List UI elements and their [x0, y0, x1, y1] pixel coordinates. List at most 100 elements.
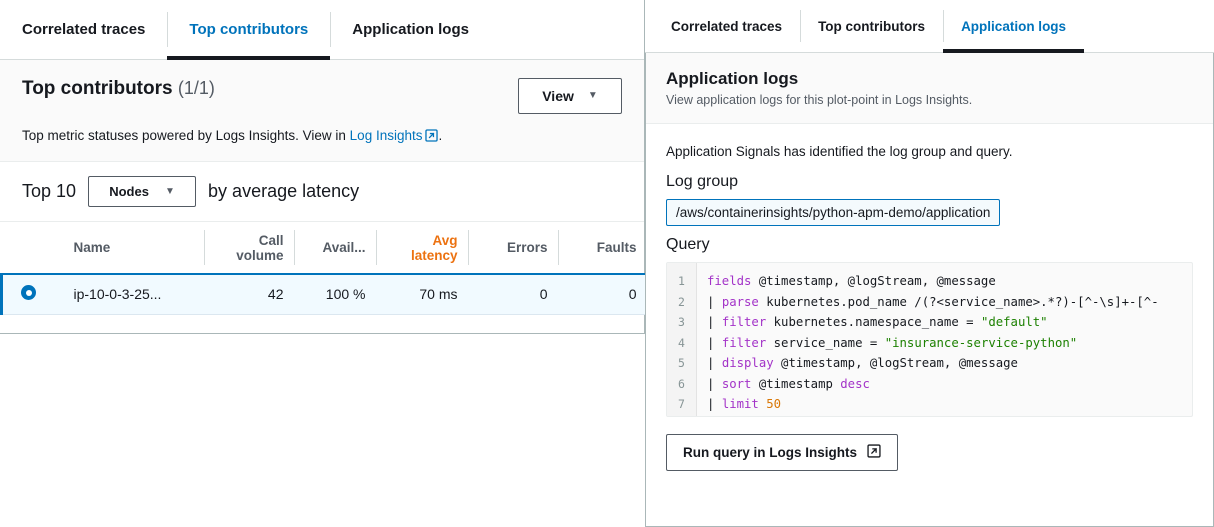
column-header-call-volume[interactable]: Call volume: [204, 222, 294, 274]
panel-subtitle: View application logs for this plot-poin…: [666, 93, 1193, 107]
query-token: @timestamp, @logStream, @message: [781, 356, 1018, 370]
entity-type-label: Nodes: [109, 184, 149, 199]
cell-name: ip-10-0-3-25...: [64, 274, 204, 314]
entity-type-dropdown[interactable]: Nodes ▼: [88, 176, 196, 207]
query-token: "default": [981, 315, 1048, 329]
cell-faults: 0: [558, 274, 647, 314]
top-contributors-table: Name Call volume Avail... Avg latency Er…: [0, 222, 647, 315]
query-token: sort: [722, 377, 759, 391]
application-logs-header: Application logs View application logs f…: [646, 53, 1213, 124]
description-suffix: .: [438, 128, 442, 143]
query-line: | filter service_name = "insurance-servi…: [707, 333, 1192, 354]
query-line: | sort @timestamp desc: [707, 374, 1192, 395]
external-link-icon[interactable]: [425, 129, 438, 145]
chevron-down-icon: ▼: [588, 91, 598, 101]
chevron-down-icon: ▼: [165, 187, 175, 197]
column-header-availability[interactable]: Avail...: [294, 222, 376, 274]
page-title: Top contributors (1/1): [22, 78, 215, 101]
query-token: |: [707, 315, 722, 329]
query-token: @timestamp: [759, 377, 840, 391]
tab-label: Application logs: [961, 19, 1066, 34]
query-token: @timestamp, @logStream, @message: [759, 274, 996, 288]
log-group-value[interactable]: /aws/containerinsights/python-apm-demo/a…: [666, 199, 1000, 226]
line-number: 7: [667, 394, 696, 415]
tab-application-logs[interactable]: Application logs: [330, 0, 491, 59]
query-token: "insurance-service-python": [885, 336, 1078, 350]
top-n-selector-row: Top 10 Nodes ▼ by average latency: [0, 162, 644, 222]
signals-intro-text: Application Signals has identified the l…: [666, 144, 1193, 159]
table-row[interactable]: ip-10-0-3-25... 42 100 % 70 ms 0 0: [2, 274, 647, 314]
view-button[interactable]: View ▼: [518, 78, 622, 114]
right-panel: Correlated traces Top contributors Appli…: [645, 0, 1214, 527]
page-title-count: (1/1): [178, 78, 215, 98]
table-header: Name Call volume Avail... Avg latency Er…: [2, 222, 647, 274]
column-header-name[interactable]: Name: [64, 222, 204, 274]
top-contributors-description: Top metric statuses powered by Logs Insi…: [22, 128, 622, 145]
query-token: |: [707, 336, 722, 350]
cell-errors: 0: [468, 274, 558, 314]
left-panel: Correlated traces Top contributors Appli…: [0, 0, 645, 527]
tab-top-contributors[interactable]: Top contributors: [167, 0, 330, 59]
query-line: | parse kubernetes.pod_name /(?<service_…: [707, 292, 1192, 313]
run-query-label: Run query in Logs Insights: [683, 445, 857, 460]
cell-avg-latency: 70 ms: [376, 274, 468, 314]
right-tab-bar: Correlated traces Top contributors Appli…: [645, 0, 1214, 53]
query-token: 50: [766, 397, 781, 411]
column-header-select: [2, 222, 64, 274]
query-token: display: [722, 356, 781, 370]
left-panel-card: Correlated traces Top contributors Appli…: [0, 0, 645, 334]
run-query-button[interactable]: Run query in Logs Insights: [666, 434, 898, 471]
top-n-prefix: Top 10: [22, 181, 76, 202]
query-line: fields @timestamp, @logStream, @message: [707, 271, 1192, 292]
query-line: | filter kubernetes.namespace_name = "de…: [707, 312, 1192, 333]
tab-correlated-traces[interactable]: Correlated traces: [0, 0, 167, 59]
query-code-block[interactable]: 1 2 3 4 5 6 7 fields @timestamp, @logStr…: [666, 262, 1193, 417]
tab-label: Top contributors: [818, 19, 925, 34]
table-body: ip-10-0-3-25... 42 100 % 70 ms 0 0: [2, 274, 647, 314]
column-header-faults[interactable]: Faults: [558, 222, 647, 274]
query-line: | limit 50: [707, 394, 1192, 415]
tab-label: Correlated traces: [22, 21, 145, 38]
line-number: 3: [667, 312, 696, 333]
table-footer-spacer: [0, 315, 644, 333]
query-token: filter: [722, 315, 774, 329]
query-token: desc: [840, 377, 870, 391]
line-number: 5: [667, 353, 696, 374]
row-radio-button[interactable]: [21, 285, 36, 300]
query-code-lines: fields @timestamp, @logStream, @message|…: [697, 263, 1192, 416]
row-select-cell[interactable]: [2, 274, 64, 314]
tab-correlated-traces[interactable]: Correlated traces: [653, 0, 800, 52]
line-number-gutter: 1 2 3 4 5 6 7: [667, 263, 697, 416]
description-prefix: Top metric statuses powered by Logs Insi…: [22, 128, 350, 143]
query-token: |: [707, 377, 722, 391]
tab-top-contributors[interactable]: Top contributors: [800, 0, 943, 52]
top-contributors-header: Top contributors (1/1) View ▼ Top metric…: [0, 60, 644, 162]
external-link-icon: [867, 444, 881, 461]
query-line: | display @timestamp, @logStream, @messa…: [707, 353, 1192, 374]
tab-label: Application logs: [352, 21, 469, 38]
query-token: filter: [722, 336, 774, 350]
panel-title: Application logs: [666, 69, 1193, 89]
log-insights-link[interactable]: Log Insights: [350, 128, 423, 143]
run-query-row: Run query in Logs Insights: [646, 417, 1213, 471]
view-button-label: View: [542, 88, 574, 104]
tab-label: Correlated traces: [671, 19, 782, 34]
query-token: |: [707, 295, 722, 309]
top-contributors-card: Top contributors (1/1) View ▼ Top metric…: [0, 60, 644, 334]
line-number: 2: [667, 292, 696, 313]
log-group-label: Log group: [666, 173, 1193, 191]
left-tab-bar: Correlated traces Top contributors Appli…: [0, 0, 644, 60]
tab-label: Top contributors: [189, 21, 308, 38]
column-header-errors[interactable]: Errors: [468, 222, 558, 274]
query-label: Query: [666, 236, 1193, 254]
query-token: |: [707, 356, 722, 370]
cell-call-volume: 42: [204, 274, 294, 314]
cell-availability: 100 %: [294, 274, 376, 314]
line-number: 6: [667, 374, 696, 395]
query-token: kubernetes.namespace_name =: [774, 315, 981, 329]
tab-application-logs[interactable]: Application logs: [943, 0, 1084, 52]
query-token: service_name =: [774, 336, 885, 350]
column-header-avg-latency[interactable]: Avg latency: [376, 222, 468, 274]
application-logs-card: Application logs View application logs f…: [645, 53, 1214, 527]
